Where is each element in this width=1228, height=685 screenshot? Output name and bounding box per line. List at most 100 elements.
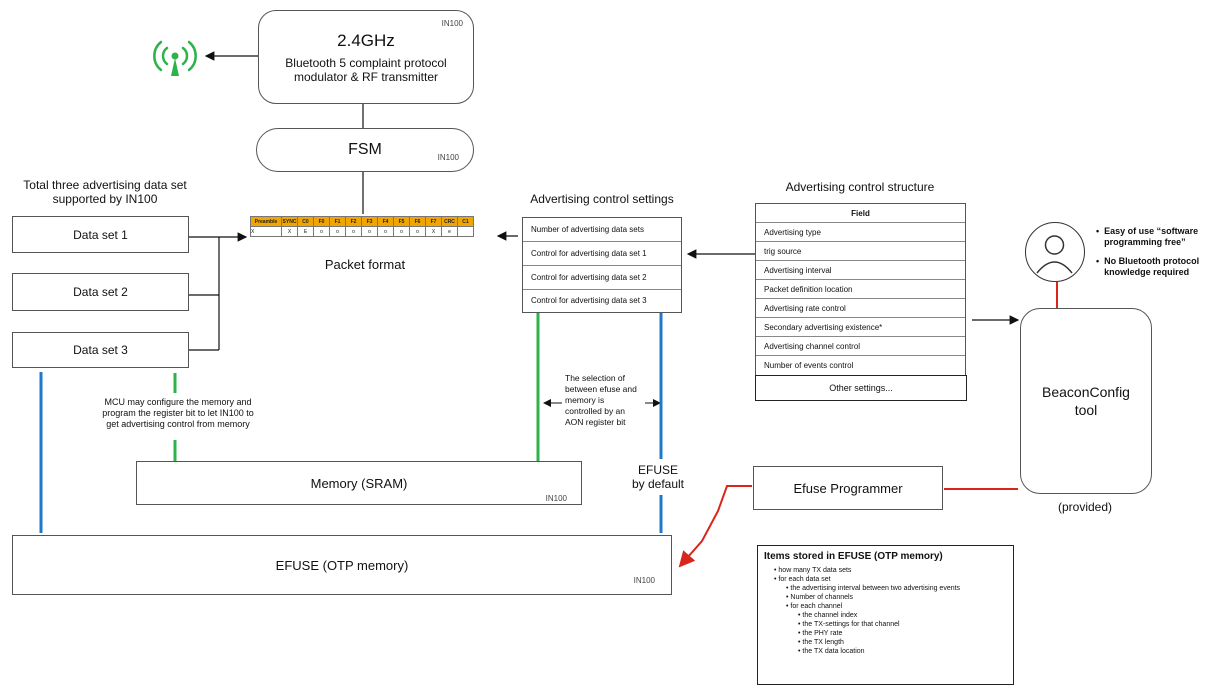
packet-value-cell: o xyxy=(393,226,410,237)
packet-value-cell: X xyxy=(281,226,298,237)
packet-header-cell: F5 xyxy=(393,216,410,227)
control-structure-row: Number of events control xyxy=(764,361,854,370)
efuse-item: how many TX data sets xyxy=(774,566,1007,575)
control-settings-caption: Advertising control settings xyxy=(530,192,674,206)
efuse-channel-item: the PHY rate xyxy=(798,629,1007,638)
packet-value-cell: o xyxy=(313,226,330,237)
packet-header-cell: C0 xyxy=(297,216,314,227)
fsm-title: FSM xyxy=(348,141,382,158)
efuse-item: for each data set the advertising interv… xyxy=(774,575,1007,656)
memory-label: Memory (SRAM) xyxy=(310,475,408,491)
efuse-subitem: the advertising interval between two adv… xyxy=(786,584,1007,593)
mcu-note-line1: MCU may configure the memory and xyxy=(104,397,252,407)
data-set-3: Data set 3 xyxy=(12,332,189,368)
selection-note: The selection of between efuse and memor… xyxy=(565,373,645,428)
beacon-label-2: tool xyxy=(1074,402,1098,418)
packet-header-cell: CRC xyxy=(441,216,458,227)
efuse-programmer-block: Efuse Programmer xyxy=(753,466,943,510)
efuse-channel-item: the TX length xyxy=(798,638,1007,647)
datasets-caption-line2: supported by IN100 xyxy=(52,192,158,206)
efuse-channel-item: the TX data location xyxy=(798,647,1007,656)
packet-value-cell: o xyxy=(409,226,426,237)
benefit-2: •No Bluetooth protocol knowledge require… xyxy=(1096,256,1224,278)
control-settings-row: Control for advertising data set 2 xyxy=(523,266,681,290)
memory-tag: IN100 xyxy=(545,494,567,503)
efuse-subitem: Number of channels xyxy=(786,593,1007,602)
control-structure-row: Advertising rate control xyxy=(756,299,965,318)
benefits-notes: •Easy of use “software programming free”… xyxy=(1096,226,1224,278)
packet-caption: Packet format xyxy=(324,257,406,272)
efuse-default-line2: by default xyxy=(631,477,685,491)
benefit-2-text: No Bluetooth protocol knowledge required xyxy=(1104,256,1200,277)
control-structure-row: Advertising channel control xyxy=(756,337,965,356)
rf-tag: IN100 xyxy=(441,19,463,28)
control-structure-row: Packet definition location xyxy=(756,280,965,299)
efuse-programmer-label: Efuse Programmer xyxy=(793,480,903,496)
packet-table: Preamble SYNC C0 F0 F1 F2 F3 F4 F5 F6 F7… xyxy=(250,216,474,237)
user-silhouette-icon xyxy=(1036,235,1073,274)
efuse-label: EFUSE (OTP memory) xyxy=(275,557,409,573)
packet-value-cell: o xyxy=(361,226,378,237)
efuse-item-text: for each data set xyxy=(778,576,831,583)
control-structure-row: Advertising interval xyxy=(756,261,965,280)
datasets-caption-line1: Total three advertising data set xyxy=(23,178,187,192)
control-settings-row: Number of advertising data sets xyxy=(523,218,681,242)
control-structure-caption: Advertising control structure xyxy=(785,180,935,194)
control-structure-row: Advertising type xyxy=(756,223,965,242)
rf-line2: modulator & RF transmitter xyxy=(293,69,439,84)
packet-header-cell: C1 xyxy=(457,216,474,227)
packet-header-cell: F1 xyxy=(329,216,346,227)
efuse-items-box: Items stored in EFUSE (OTP memory) how m… xyxy=(757,545,1014,685)
packet-value-cell: E xyxy=(297,226,314,237)
fsm-block: FSM IN100 xyxy=(256,128,474,172)
selection-note-line: AON register bit xyxy=(565,417,626,427)
selection-note-line: controlled by an xyxy=(565,406,626,416)
datasets-caption: Total three advertising data set support… xyxy=(10,178,200,206)
user-icon xyxy=(1025,222,1085,282)
memory-sram-block: Memory (SRAM) IN100 xyxy=(136,461,582,505)
packet-header-cell: Preamble xyxy=(250,216,282,227)
mcu-note: MCU may configure the memory and program… xyxy=(78,397,278,430)
control-settings-row: Control for advertising data set 3 xyxy=(531,296,647,305)
packet-value-cell xyxy=(457,226,474,237)
efuse-channel-item: the TX-settings for that channel xyxy=(798,620,1007,629)
data-set-3-label: Data set 3 xyxy=(73,343,128,357)
efuse-tag: IN100 xyxy=(633,576,655,585)
mcu-note-line3: get advertising control from memory xyxy=(106,419,250,429)
packet-header-cell: SYNC xyxy=(281,216,298,227)
packet-header-cell: F7 xyxy=(425,216,442,227)
packet-value-cell: e xyxy=(441,226,458,237)
data-set-2: Data set 2 xyxy=(12,273,189,311)
efuse-channel-item: the channel index xyxy=(798,611,1007,620)
beacon-label-1: BeaconConfig xyxy=(1042,384,1130,400)
control-structure-row: trig source xyxy=(756,242,965,261)
provided-label: (provided) xyxy=(1057,500,1113,514)
efuse-subitem-text: for each channel xyxy=(790,603,843,610)
packet-format: Preamble SYNC C0 F0 F1 F2 F3 F4 F5 F6 F7… xyxy=(250,216,474,237)
efuse-otp-block: EFUSE (OTP memory) IN100 xyxy=(12,535,672,595)
selection-note-line: between efuse and xyxy=(565,384,637,394)
efuse-items-title: Items stored in EFUSE (OTP memory) xyxy=(764,551,943,562)
packet-header-cell: F3 xyxy=(361,216,378,227)
packet-value-cell: o xyxy=(345,226,362,237)
beacon-config-tool: BeaconConfig tool xyxy=(1020,308,1152,494)
other-settings-label: Other settings... xyxy=(829,383,893,393)
efuse-default-label: EFUSE by default xyxy=(616,463,700,491)
other-settings-row: Other settings... xyxy=(755,375,967,401)
efuse-default-line1: EFUSE xyxy=(637,463,678,477)
control-structure-header: Field xyxy=(756,204,965,223)
antenna-icon xyxy=(153,40,197,76)
control-structure-table: Field Advertising type trig source Adver… xyxy=(755,203,966,378)
packet-header-cell: F0 xyxy=(313,216,330,227)
data-set-1: Data set 1 xyxy=(12,216,189,253)
mcu-note-line2: program the register bit to let IN100 to xyxy=(102,408,254,418)
packet-value-cell: o xyxy=(377,226,394,237)
benefit-1: •Easy of use “software programming free” xyxy=(1096,226,1224,248)
packet-header-cell: F6 xyxy=(409,216,426,227)
packet-value-cell: X xyxy=(250,226,282,237)
rf-transmitter-block: 2.4GHz Bluetooth 5 complaint protocol mo… xyxy=(258,10,474,104)
selection-note-line: The selection of xyxy=(565,373,626,383)
packet-value-cell: o xyxy=(329,226,346,237)
efuse-subitem: for each channel the channel index the T… xyxy=(786,602,1007,656)
